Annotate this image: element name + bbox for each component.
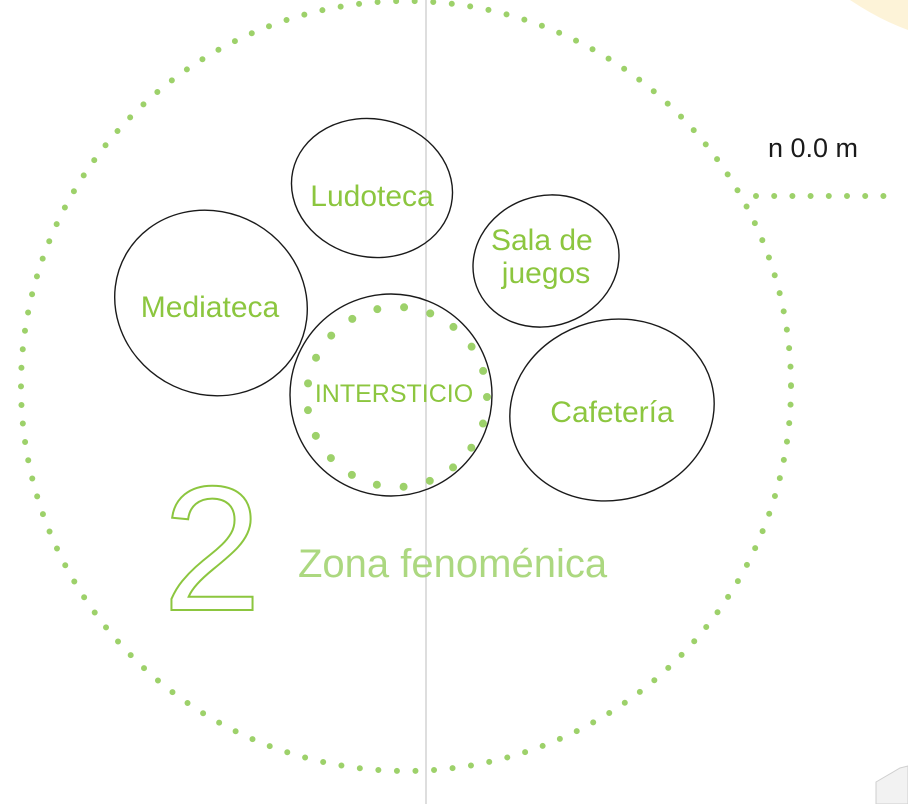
bubble-mediateca <box>114 209 308 397</box>
label-intersticio: INTERSTICIO <box>315 380 473 408</box>
bubble-ludoteca <box>290 117 454 259</box>
zone-number: 2 <box>163 449 262 648</box>
bubble-cafeteria <box>509 318 715 502</box>
bubble-sala-de-juegos <box>472 194 620 328</box>
label-mediateca: Mediateca <box>141 291 280 324</box>
bubble-intersticio <box>289 293 493 497</box>
zone-name: Zona fenoménica <box>298 542 608 586</box>
level-label: n 0.0 m <box>768 133 858 163</box>
corner-shape-bottom-right <box>875 765 908 804</box>
label-sala-de-juegos: Sala de juegos <box>491 224 601 290</box>
label-sala-de-juegos-line-1: Sala de <box>491 224 593 257</box>
label-ludoteca: Ludoteca <box>310 180 434 213</box>
label-cafeteria: Cafetería <box>550 396 674 429</box>
corner-shape-top-right <box>850 0 908 30</box>
zone-dotted-circle <box>18 0 794 774</box>
intersticio-dotted-ring <box>303 303 491 491</box>
label-sala-de-juegos-line-2: juegos <box>501 257 590 290</box>
